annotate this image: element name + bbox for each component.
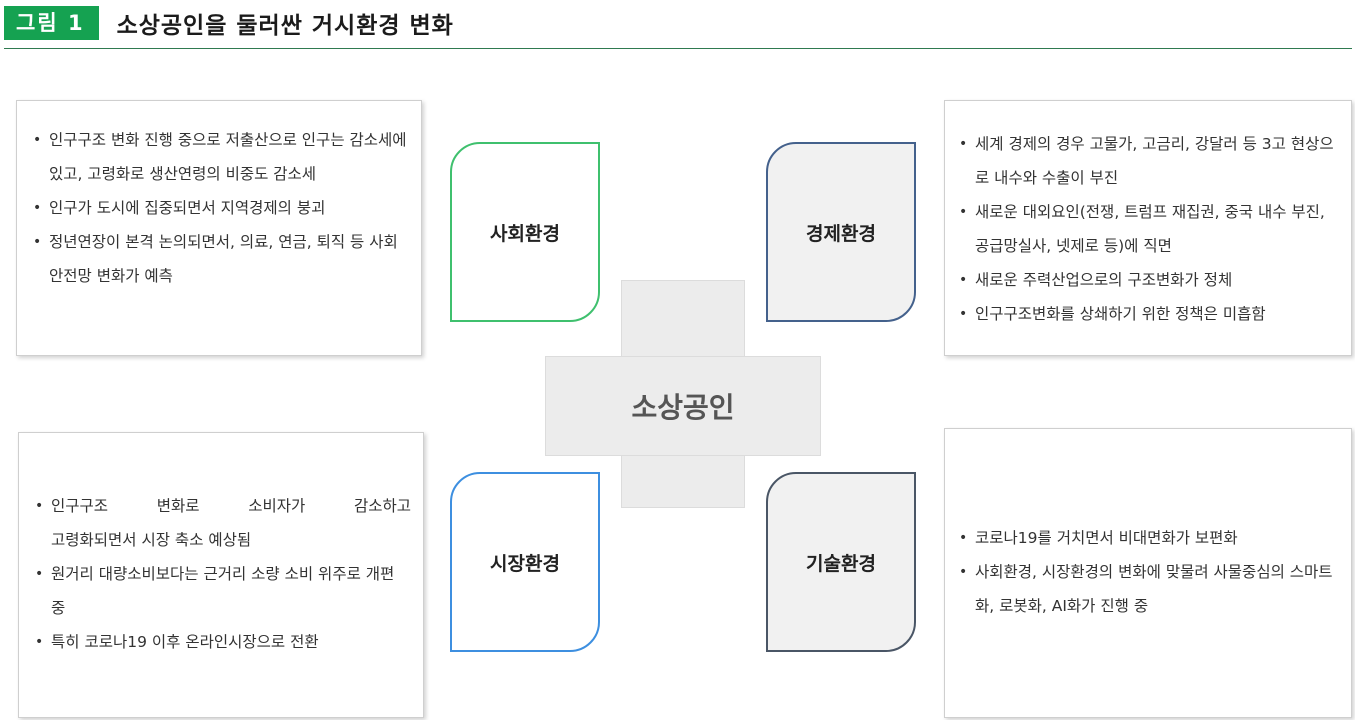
- panel-economic-item: 인구구조변화를 상쇄하기 위한 정책은 미흡함: [953, 297, 1341, 331]
- panel-social-item: 인구구조 변화 진행 중으로 저출산으로 인구는 감소세에 있고, 고령화로 생…: [27, 123, 409, 191]
- center-cross-core: [622, 357, 744, 455]
- panel-economic-item: 새로운 대외요인(전쟁, 트럼프 재집권, 중국 내수 부진, 공급망실사, 넷…: [953, 195, 1341, 263]
- env-node-economic: 경제환경: [766, 142, 916, 322]
- panel-social: 인구구조 변화 진행 중으로 저출산으로 인구는 감소세에 있고, 고령화로 생…: [16, 100, 422, 356]
- center-label: 소상공인: [631, 391, 735, 424]
- header-divider: [4, 48, 1352, 49]
- panel-social-item: 인구가 도시에 집중되면서 지역경제의 붕괴: [27, 191, 409, 225]
- env-node-market: 시장환경: [450, 472, 600, 652]
- panel-market-item: 원거리 대량소비보다는 근거리 소량 소비 위주로 개편 중: [29, 557, 411, 625]
- figure-number-badge: 그림 1: [4, 6, 99, 40]
- figure-title: 소상공인을 둘러싼 거시환경 변화: [116, 13, 454, 39]
- panel-market-item-line2: 고령화되면서 시장 축소 예상됨: [51, 531, 252, 549]
- panel-economic-item: 새로운 주력산업으로의 구조변화가 정체: [953, 263, 1341, 297]
- figure-header: 그림 1 소상공인을 둘러싼 거시환경 변화: [4, 6, 454, 40]
- panel-market-item-line1: 인구구조 변화로 소비자가 감소하고: [51, 497, 411, 515]
- panel-social-item: 정년연장이 본격 논의되면서, 의료, 연금, 퇴직 등 사회안전망 변화가 예…: [27, 225, 409, 293]
- panel-tech-item: 코로나19를 거치면서 비대면화가 보편화: [953, 521, 1341, 555]
- panel-economic: 세계 경제의 경우 고물가, 고금리, 강달러 등 3고 현상으로 내수와 수출…: [944, 100, 1352, 356]
- env-node-tech: 기술환경: [766, 472, 916, 652]
- panel-market-item: 특히 코로나19 이후 온라인시장으로 전환: [29, 625, 411, 659]
- panel-tech-item: 사회환경, 시장환경의 변화에 맞물려 사물중심의 스마트화, 로봇화, AI화…: [953, 555, 1341, 623]
- panel-economic-item: 세계 경제의 경우 고물가, 고금리, 강달러 등 3고 현상으로 내수와 수출…: [953, 127, 1341, 195]
- panel-tech: 코로나19를 거치면서 비대면화가 보편화 사회환경, 시장환경의 변화에 맞물…: [944, 428, 1352, 718]
- env-node-social: 사회환경: [450, 142, 600, 322]
